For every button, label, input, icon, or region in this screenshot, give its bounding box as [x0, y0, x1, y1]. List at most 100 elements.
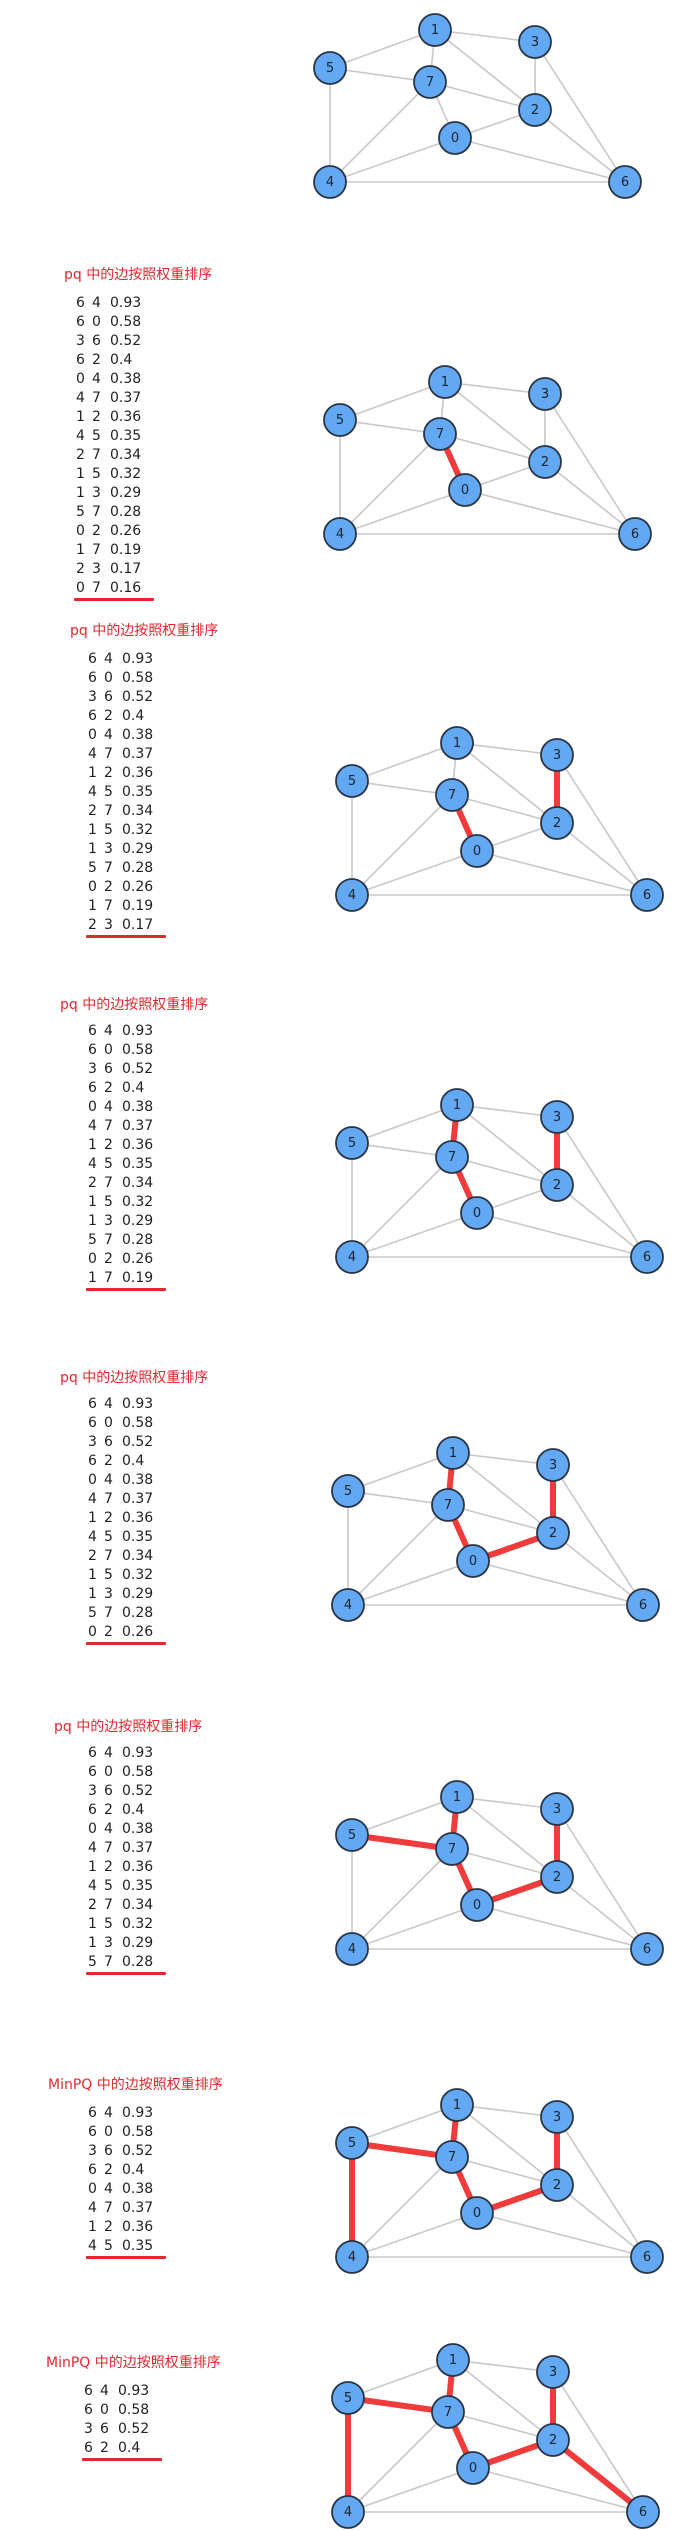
node-label: 2	[549, 2433, 557, 2448]
edge-from: 2	[76, 561, 85, 577]
node-circle	[431, 2395, 465, 2429]
edge-weight: 0.35	[122, 1529, 154, 1545]
node-circle	[440, 1088, 474, 1122]
graph-node-2: 2	[536, 1516, 570, 1550]
graph-node-7: 7	[435, 778, 469, 812]
edge-to: 6	[104, 1783, 113, 1799]
edge-weight: 0.35	[122, 1156, 154, 1172]
graph-edge-7-4	[347, 1504, 449, 1606]
node-label: 5	[344, 2391, 352, 2406]
edge-to: 7	[92, 542, 101, 558]
edge-from: 0	[88, 1821, 97, 1837]
node-circle	[418, 13, 452, 47]
edge-to: 2	[104, 1251, 113, 1267]
node-circle	[536, 2355, 570, 2389]
edge-from: 1	[88, 1935, 97, 1951]
graph-node-6: 6	[626, 2495, 660, 2529]
graph-node-2: 2	[518, 93, 552, 127]
edge-weight: 0.38	[122, 727, 154, 743]
edge-to: 6	[104, 689, 113, 705]
node-circle	[630, 1932, 664, 1966]
graph-edge-0-4	[351, 850, 478, 896]
edge-weight: 0.58	[122, 1764, 154, 1780]
edge-weight: 0.93	[122, 651, 154, 667]
edge-from: 3	[84, 2421, 93, 2437]
graph-edge-2-6	[556, 2184, 648, 2258]
edge-to: 2	[100, 2440, 109, 2456]
node-circle	[335, 1818, 369, 1852]
mst-edge-6-2	[550, 2437, 646, 2515]
edge-from: 3	[88, 2143, 97, 2159]
edge-weight: 0.34	[122, 1897, 154, 1913]
edge-from: 6	[76, 314, 85, 330]
node-circle	[335, 1240, 369, 1274]
edge-weight: 0.36	[122, 2219, 154, 2235]
edge-weight: 0.34	[122, 803, 154, 819]
graph-edge-1-2	[434, 29, 536, 111]
edge-from: 6	[88, 1415, 97, 1431]
edge-weight: 0.93	[122, 1023, 154, 1039]
edge-from: 1	[88, 1567, 97, 1583]
edge-weight: 0.26	[110, 523, 142, 539]
graph-node-5: 5	[335, 2126, 369, 2160]
node-circle	[331, 1474, 365, 1508]
edge-weight: 0.19	[110, 542, 142, 558]
node-label: 5	[348, 2136, 356, 2151]
graph-edge-2-6	[556, 822, 648, 896]
edge-from: 1	[76, 485, 85, 501]
graph-node-5: 5	[331, 2381, 365, 2415]
graph-node-1: 1	[428, 365, 462, 399]
edge-from: 4	[88, 1156, 97, 1172]
node-label: 1	[431, 23, 439, 38]
pq-title: MinPQ 中的边按照权重排序	[46, 2355, 221, 2371]
edge-weight: 0.35	[122, 2238, 154, 2254]
node-circle	[456, 1544, 490, 1578]
node-circle	[423, 417, 457, 451]
node-circle	[335, 2240, 369, 2274]
graph-node-4: 4	[335, 1932, 369, 1966]
edge-from: 4	[88, 1840, 97, 1856]
edge-from: 1	[76, 542, 85, 558]
node-circle	[528, 377, 562, 411]
edge-from: 6	[76, 352, 85, 368]
graph-node-0: 0	[456, 2451, 490, 2485]
edge-weight: 0.37	[122, 2200, 154, 2216]
node-label: 4	[348, 1942, 356, 1957]
node-circle	[626, 1588, 660, 1622]
edge-weight: 0.19	[122, 1270, 154, 1286]
node-circle	[540, 2168, 574, 2202]
edge-weight: 0.29	[122, 1586, 154, 1602]
edge-weight: 0.28	[110, 504, 142, 520]
edge-to: 7	[92, 504, 101, 520]
edge-from: 6	[88, 1023, 97, 1039]
graph-edge-1-5	[339, 381, 446, 421]
node-circle	[460, 2196, 494, 2230]
edge-from: 6	[88, 2124, 97, 2140]
node-circle	[435, 1832, 469, 1866]
edge-weight: 0.38	[110, 371, 142, 387]
graph-node-2: 2	[540, 1168, 574, 1202]
node-label: 4	[348, 888, 356, 903]
edge-to: 4	[104, 1023, 113, 1039]
edge-to: 7	[104, 1605, 113, 1621]
graph-edge-7-4	[329, 81, 431, 183]
graph-edge-1-2	[452, 2359, 554, 2441]
